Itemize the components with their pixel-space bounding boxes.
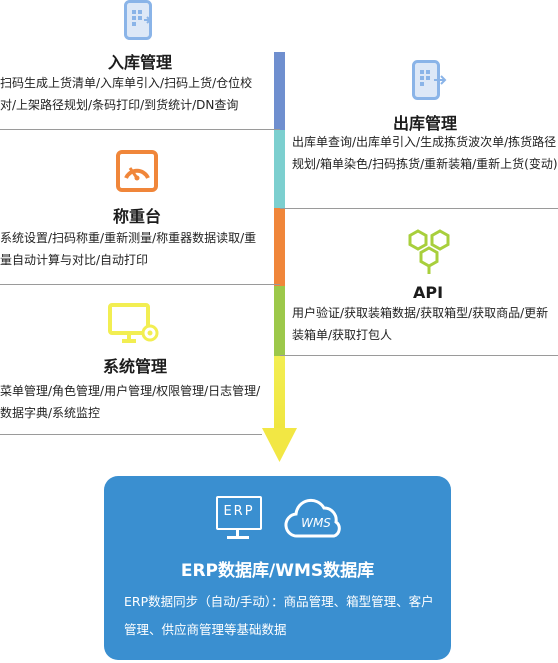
timeline-segment-2 xyxy=(274,130,285,208)
system-desc: 菜单管理/角色管理/用户管理/权限管理/日志管理/数据字典/系统监控 xyxy=(0,384,261,420)
system-title: 系统管理 xyxy=(102,357,167,376)
api-desc: 用户验证/获取装箱数据/获取箱型/获取商品/更新装箱单/获取打包人 xyxy=(292,306,549,342)
gauge-icon xyxy=(116,150,158,192)
timeline-segment-3 xyxy=(274,208,285,286)
inbound-desc: 扫码生成上货清单/入库单引入/扫码上货/仓位校对/上架路径规划/条码打印/到货统… xyxy=(0,76,253,112)
phone-arrow-icon xyxy=(124,0,152,40)
cloud-icon xyxy=(284,498,341,538)
timeline-segment-1 xyxy=(274,52,285,130)
divider xyxy=(0,284,280,285)
outbound-title: 出库管理 xyxy=(392,114,457,133)
divider xyxy=(280,208,558,209)
timeline-segment-4 xyxy=(274,286,285,356)
divider xyxy=(280,355,558,356)
divider xyxy=(0,129,280,130)
monitor-gear-icon xyxy=(108,303,159,343)
wms-label: WMS xyxy=(301,516,331,530)
weighing-title: 称重台 xyxy=(112,207,161,226)
erp-monitor-icon: ERP xyxy=(216,496,262,542)
erp-label: ERP xyxy=(223,504,255,519)
api-title: API xyxy=(412,283,444,302)
inbound-title: 入库管理 xyxy=(107,53,172,72)
weighing-desc: 系统设置/扫码称重/重新测量/称重器数据读取/重量自动计算与对比/自动打印 xyxy=(0,231,257,267)
divider xyxy=(0,434,262,435)
phone-arrow-icon xyxy=(412,60,447,100)
down-arrow-icon xyxy=(262,428,297,462)
outbound-desc: 出库单查询/出库单引入/生成拣货波次单/拣货路径规划/箱单染色/扫码拣货/重新装… xyxy=(292,135,558,171)
hexagon-cluster-icon xyxy=(408,229,450,274)
database-title: ERP数据库/WMS数据库 xyxy=(180,561,375,581)
timeline-segment-5 xyxy=(274,356,285,430)
database-desc: ERP数据同步（自动/手动）：商品管理、箱型管理、客户管理、供应商管理等基础数据 xyxy=(124,594,434,637)
database-panel: ERP WMS ERP数据库/WMS数据库 ERP数据同步（自动/手动）：商品管… xyxy=(104,476,451,660)
